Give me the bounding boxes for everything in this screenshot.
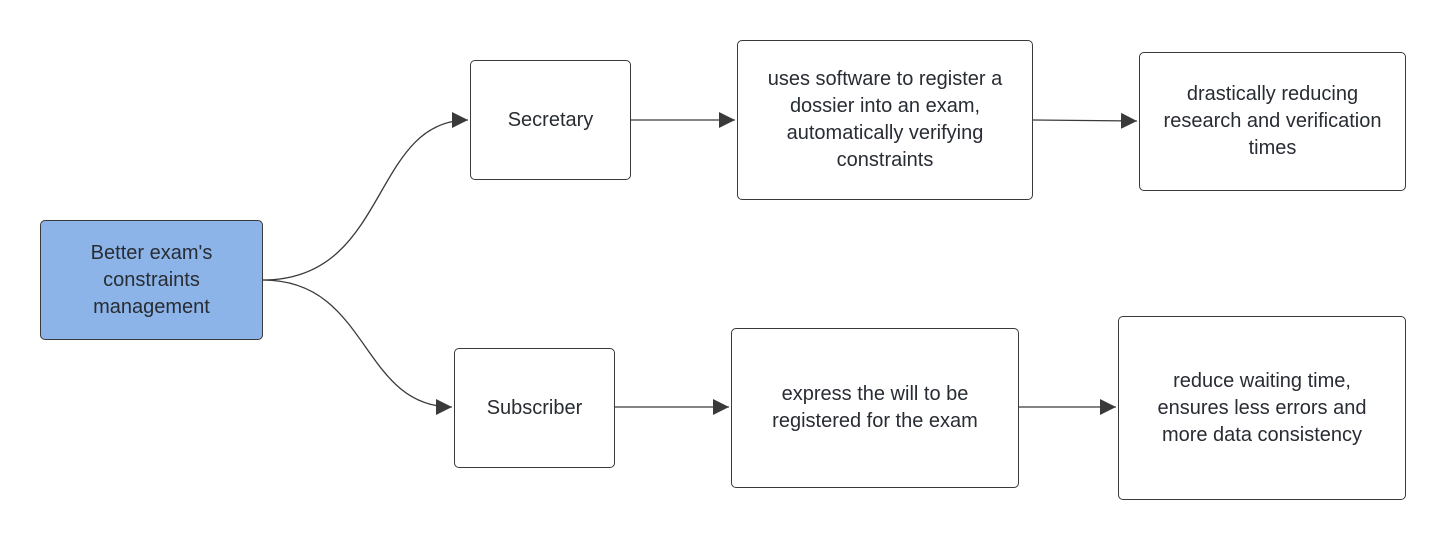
node-subscriber[interactable]: Subscriber (454, 348, 615, 468)
node-subscriber-outcome[interactable]: reduce waiting time, ensures less errors… (1118, 316, 1406, 500)
node-secretary-outcome-label: drastically reducing research and verifi… (1163, 83, 1382, 159)
node-subscriber-outcome-label: reduce waiting time, ensures less errors… (1157, 369, 1367, 446)
node-subscriber-action[interactable]: express the will to be registered for th… (731, 328, 1019, 488)
edge-root-secretary (262, 112, 469, 281)
node-secretary-label: Secretary (507, 108, 594, 131)
node-secretary[interactable]: Secretary (470, 60, 631, 180)
node-secretary-action-label: uses software to register a dossier into… (767, 68, 1003, 171)
node-subscriber-action-label: express the will to be registered for th… (772, 383, 978, 432)
edge-root-subscriber (262, 279, 453, 415)
edge-secretary-action-outcome (1032, 112, 1138, 129)
node-subscriber-label: Subscriber (486, 396, 583, 419)
node-root-label: Better exam's constraints management (90, 241, 213, 318)
node-secretary-action[interactable]: uses software to register a dossier into… (737, 40, 1033, 200)
node-root[interactable]: Better exam's constraints management (40, 220, 263, 340)
node-secretary-outcome[interactable]: drastically reducing research and verifi… (1139, 52, 1406, 191)
